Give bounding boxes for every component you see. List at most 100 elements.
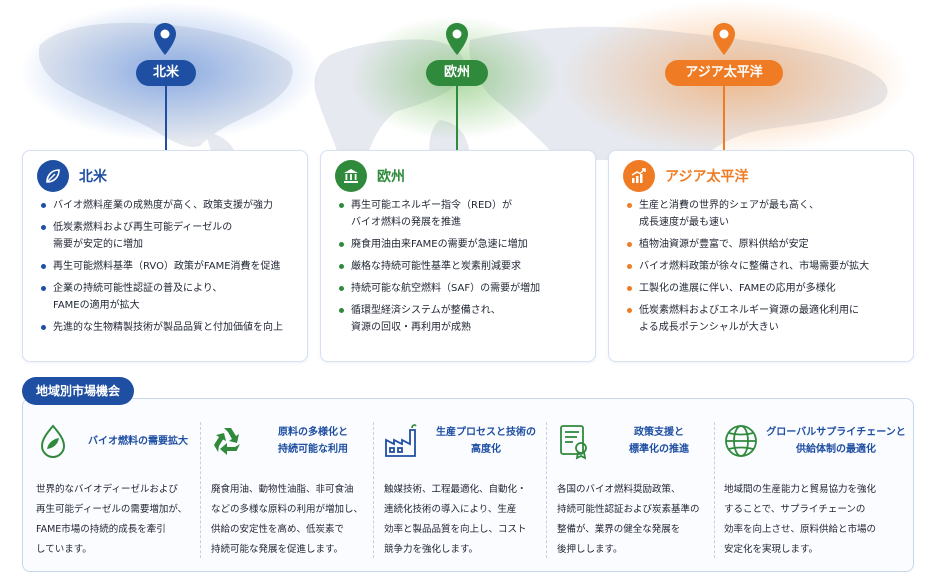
list-item: 再生可能エネルギー指令（RED）がバイオ燃料の発展を推進 [337,197,585,231]
list-item: 生産と消費の世界的シェアが最も高く、成長速度が最も速い [625,197,903,231]
factory-icon [385,424,417,457]
opportunity-title-line: グローバルサプライチェーンと [766,427,906,438]
bullet-line: 生産と消費の世界的シェアが最も高く、 [639,200,819,211]
list-item: 持続可能な航空燃料（SAF）の需要が増加 [337,280,585,297]
card-title: 欧州 [377,169,405,185]
list-item: 低炭素燃料および再生可能ディーゼルの需要が安定的に増加 [39,219,297,253]
bullet-line: 資源の回収・再利用が成熟 [351,322,471,333]
list-item: 企業の持続可能性認証の普及により、 FAMEの適用が拡大 [39,280,297,314]
growth-chart-icon [623,160,655,192]
opportunity-body-line: しています。 [36,544,92,555]
certificate-icon [560,425,587,460]
opportunity-body-line: 持続可能な発展を促進します。 [211,544,344,555]
opportunity-body-line: 再生可能ディーゼルの需要増加が、 [36,504,188,515]
bullet-line: 需要が安定的に増加 [53,239,143,250]
opportunity-description: 廃食用油、動物性油脂、非可食油 などの多様な原料の利用が増加し、 供給の安定性を… [211,480,375,560]
column-divider [373,422,374,558]
list-item: 先進的な生物精製技術が製品品質と付加価値を向上 [39,319,297,336]
opportunity-body-line: 安定化を実現します。 [724,544,819,555]
opportunity-header: 生産プロセスと技術の 高度化 [378,420,548,466]
bullet-list: バイオ燃料産業の成熟度が高く、政策支援が強力 低炭素燃料および再生可能ディーゼル… [39,197,297,341]
bullet-line: バイオ燃料産業の成熟度が高く、政策支援が強力 [53,200,273,211]
opportunity-title: バイオ燃料の需要拡大 [76,433,200,450]
card-title: アジア太平洋 [665,169,749,185]
region-pill-north-america: 北米 [136,60,196,86]
opportunity-body-line: 整備が、業界の健全な発展を [557,524,681,535]
list-item: 植物油資源が豊富で、原料供給が安定 [625,236,903,253]
opportunities-panel [22,398,914,572]
opportunity-title-line: 持続可能な利用 [278,444,348,455]
connector-line [165,86,167,150]
list-item: バイオ燃料政策が徐々に整備され、市場需要が拡大 [625,258,903,275]
bullet-line: 植物油資源が豊富で、原料供給が安定 [639,239,809,250]
leaf-icon [37,160,69,192]
opportunity-title: 政策支援と 標準化の推進 [597,424,721,458]
opportunity-title-line: 標準化の推進 [629,444,689,455]
bullet-line: よる成長ポテンシャルが大きい [639,322,779,333]
opportunity-title: グローバルサプライチェーンと 供給体制の最適化 [764,424,908,458]
bullet-line: 循環型経済システムが整備され、 [351,305,501,316]
bullet-line: 成長速度が最も速い [639,217,729,228]
card-title: 北米 [79,169,107,185]
opportunity-body-line: 競争力を強化します。 [384,544,479,555]
globe-icon [725,425,757,457]
connector-line [456,86,458,150]
bullet-line: 工製化の進展に伴い、FAMEの応用が多様化 [639,283,836,294]
opportunity-body-line: 廃食用油、動物性油脂、非可食油 [211,484,354,495]
location-pin-icon [446,23,468,55]
opportunity-title: 生産プロセスと技術の 高度化 [424,424,548,458]
opportunity-policy-standardization: 政策支援と 標準化の推進 各国のバイオ燃料奨励政策、 持続可能性認証および炭素基… [551,420,721,560]
opportunity-body-line: 後押しします。 [557,544,623,555]
opportunity-body-line: 効率と製品品質を向上し、コスト [384,524,527,535]
opportunity-title-line: 政策支援と [634,427,684,438]
list-item: 循環型経済システムが整備され、資源の回収・再利用が成熟 [337,302,585,336]
opportunity-body-line: 効率を向上させ、原料供給と市場の [724,524,877,535]
world-map-graphic [20,0,910,160]
opportunity-feedstock-diversification: 原料の多様化と 持続可能な利用 廃食用油、動物性油脂、非可食油 などの多様な原料… [205,420,375,560]
opportunity-description: 触媒技術、工程最適化、自動化・ 連続化技術の導入により、生産 効率と製品品質を向… [384,480,548,560]
bullet-line: FAMEの適用が拡大 [53,300,140,311]
bullet-line: 再生可能エネルギー指令（RED）が [351,200,512,211]
opportunity-body-line: FAME市場の持続的成長を牽引 [36,524,166,535]
opportunity-body-line: 各国のバイオ燃料奨励政策、 [557,484,681,495]
column-divider [714,422,715,558]
bullet-line: 厳格な持続可能性基準と炭素削減要求 [351,261,521,272]
opportunity-title-line: 高度化 [471,444,501,455]
opportunity-header: 原料の多様化と 持続可能な利用 [205,420,375,466]
opportunity-body-line: 連続化技術の導入により、生産 [384,504,517,515]
opportunity-body-line: 世界的なバイオディーゼルおよび [36,484,178,495]
location-pin-icon [154,23,176,55]
card-header: 北米 [37,159,107,193]
region-card-asia-pacific: アジア太平洋 生産と消費の世界的シェアが最も高く、成長速度が最も速い 植物油資源… [608,150,914,362]
card-header: アジア太平洋 [623,159,748,193]
bullet-line: 企業の持続可能性認証の普及により、 [53,283,223,294]
bullet-line: 低炭素燃料および再生可能ディーゼルの [53,222,233,233]
list-item: バイオ燃料産業の成熟度が高く、政策支援が強力 [39,197,297,214]
opportunity-title-line: 原料の多様化と [278,427,348,438]
world-map: 北米 欧州 アジア太平洋 [0,0,940,160]
opportunity-header: 政策支援と 標準化の推進 [551,420,721,466]
opportunity-process-upgrade: 生産プロセスと技術の 高度化 触媒技術、工程最適化、自動化・ 連続化技術の導入に… [378,420,548,560]
bullet-line: 持続可能な航空燃料（SAF）の需要が増加 [351,283,541,294]
opportunity-description: 各国のバイオ燃料奨励政策、 持続可能性認証および炭素基準の 整備が、業界の健全な… [557,480,721,560]
bullet-line: バイオ燃料の発展を推進 [351,217,461,228]
region-card-north-america: 北米 バイオ燃料産業の成熟度が高く、政策支援が強力 低炭素燃料および再生可能ディ… [22,150,308,362]
opportunity-title-line: バイオ燃料の需要拡大 [88,436,188,447]
column-divider [546,422,547,558]
recycle-icon [214,428,240,455]
opportunity-description: 地域間の生産能力と貿易協力を強化 することで、サプライチェーンの 効率を向上させ… [724,480,908,560]
card-header: 欧州 [335,159,405,193]
list-item: 廃食用油由来FAMEの需要が急速に増加 [337,236,585,253]
opportunity-body-line: 持続可能性認証および炭素基準の [557,504,700,515]
bullet-line: 先進的な生物精製技術が製品品質と付加価値を向上 [53,322,283,333]
list-item: 厳格な持続可能性基準と炭素削減要求 [337,258,585,275]
institution-icon [335,160,367,192]
bullet-line: 廃食用油由来FAMEの需要が急速に増加 [351,239,528,250]
list-item: 再生可能燃料基準（RVO）政策がFAME消費を促進 [39,258,297,275]
opportunity-title-line: 生産プロセスと技術の [436,427,536,438]
bullet-line: 低炭素燃料およびエネルギー資源の最適化利用に [639,305,859,316]
bullet-list: 再生可能エネルギー指令（RED）がバイオ燃料の発展を推進 廃食用油由来FAMEの… [337,197,585,341]
region-pill-asia-pacific: アジア太平洋 [665,60,783,86]
opportunity-body-line: 触媒技術、工程最適化、自動化・ [384,484,527,495]
opportunities-heading: 地域別市場機会 [22,377,135,405]
